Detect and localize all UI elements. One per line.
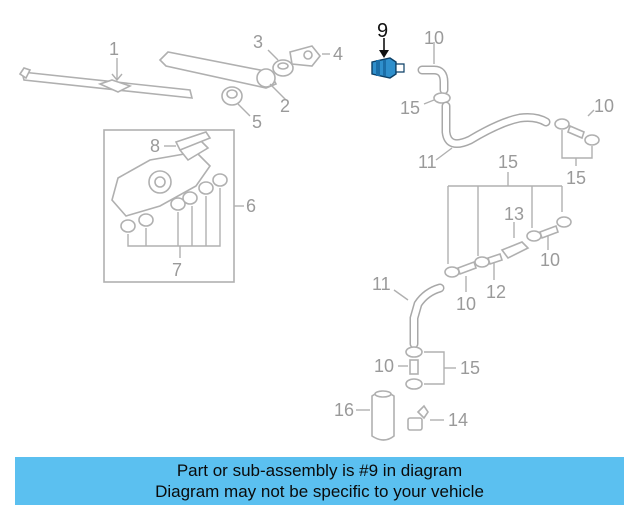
clamp-part bbox=[433, 92, 451, 104]
callout-16: 16 bbox=[334, 400, 354, 420]
seal-set bbox=[120, 173, 228, 233]
callout-5: 5 bbox=[252, 112, 262, 132]
parts-diagram: 1 2 3 4 5 6 8 bbox=[18, 20, 614, 441]
banner-line-1: Part or sub-assembly is #9 in diagram bbox=[176, 461, 463, 480]
callout-8: 8 bbox=[150, 136, 160, 156]
callout-15-lower: 15 bbox=[460, 358, 480, 378]
callout-9: 9 bbox=[377, 20, 388, 42]
callout-10-bottom: 10 bbox=[374, 356, 394, 376]
callout-15-right: 15 bbox=[566, 168, 586, 188]
callout-15-top: 15 bbox=[400, 98, 420, 118]
callout-11-lower: 11 bbox=[372, 274, 391, 294]
lower-clamps bbox=[405, 346, 423, 390]
connector-part bbox=[174, 131, 212, 152]
wiper-arm bbox=[158, 51, 278, 89]
callout-10-right: 10 bbox=[594, 96, 614, 116]
callout-7: 7 bbox=[172, 260, 182, 280]
nozzle-part-9 bbox=[371, 57, 405, 79]
wiper-motor bbox=[111, 139, 212, 217]
cap-part bbox=[289, 45, 322, 67]
callout-1: 1 bbox=[109, 39, 119, 59]
callout-14: 14 bbox=[448, 410, 468, 430]
washer-reservoir bbox=[371, 390, 395, 441]
washer-pump bbox=[407, 404, 429, 431]
right-joint bbox=[554, 118, 600, 146]
grommet-part bbox=[221, 86, 243, 106]
banner-line-2: Diagram may not be specific to your vehi… bbox=[155, 482, 484, 501]
callout-3: 3 bbox=[253, 32, 263, 52]
callout-12: 12 bbox=[486, 282, 506, 302]
nut-part bbox=[272, 59, 294, 77]
callout-10-lower: 10 bbox=[456, 294, 476, 314]
wiper-blade bbox=[18, 67, 194, 99]
callout-6: 6 bbox=[246, 196, 256, 216]
callout-2: 2 bbox=[280, 96, 290, 116]
tee-junction bbox=[444, 216, 572, 278]
callout-10-mid: 10 bbox=[540, 250, 560, 270]
info-banner: Part or sub-assembly is #9 in diagram Di… bbox=[15, 457, 624, 505]
callout-10-top: 10 bbox=[424, 28, 444, 48]
callout-4: 4 bbox=[333, 44, 343, 64]
callout-13: 13 bbox=[504, 204, 524, 224]
callout-11-top: 11 bbox=[418, 152, 437, 172]
callout-15-mid: 15 bbox=[498, 152, 518, 172]
